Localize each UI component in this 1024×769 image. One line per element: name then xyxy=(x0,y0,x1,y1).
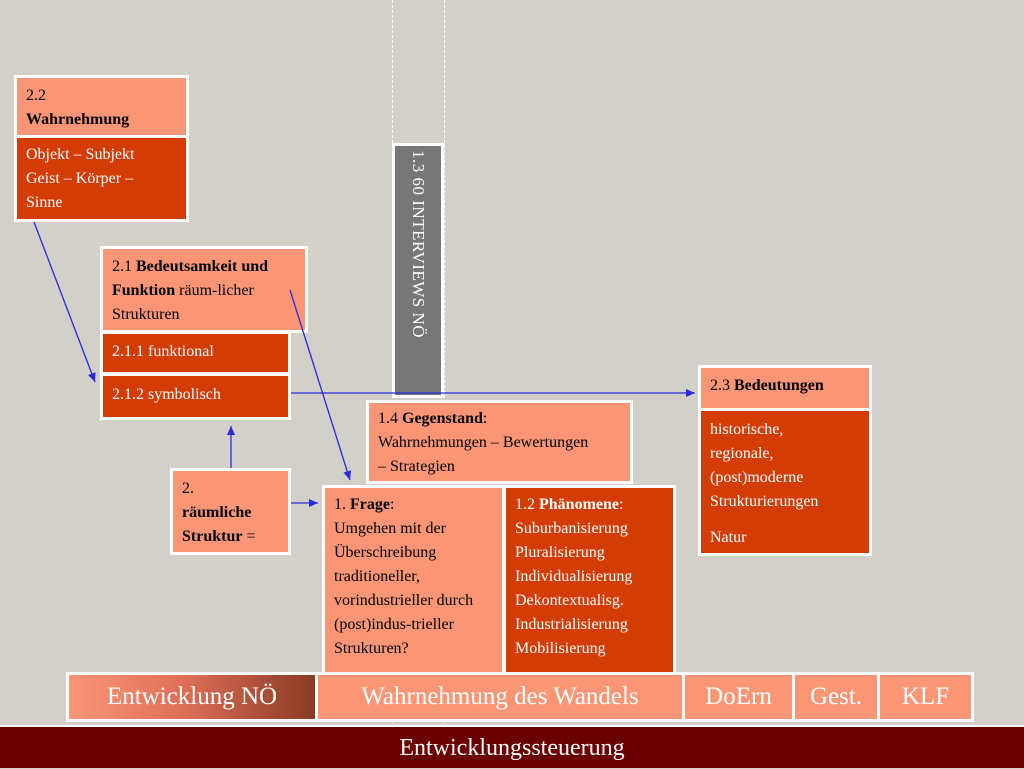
raeumliche-rest: = xyxy=(246,528,256,545)
nav-item-entwicklung[interactable]: Entwicklung NÖ xyxy=(69,675,315,719)
bedeutungen-extra: Natur xyxy=(710,529,747,546)
footer-entwicklungssteuerung[interactable]: Entwicklungssteuerung xyxy=(0,725,1024,768)
wahrnehmung-line: Geist – Körper – xyxy=(26,170,134,187)
box-symbolisch: 2.1.2 symbolisch xyxy=(100,373,291,420)
interviews-bar xyxy=(392,143,444,398)
bedeutungen-line: (post)moderne xyxy=(710,469,804,486)
wahrnehmung-line: Objekt – Subjekt xyxy=(26,146,135,163)
phaenomene-line: Mobilisierung xyxy=(515,640,606,657)
box-bedeutungen-header: 2.3 Bedeutungen xyxy=(698,365,872,411)
bedeutungen-num: 2.3 xyxy=(710,377,730,394)
bedeutungen-line: regionale, xyxy=(710,445,774,462)
frage-rest: Umgehen mit der Überschreibung tradition… xyxy=(334,520,474,657)
phaenomene-line: Individualisierung xyxy=(515,568,633,585)
frage-title: Frage xyxy=(350,496,390,513)
guide-line-right xyxy=(444,0,445,768)
arrow-bedeutsamkeit-to-frage xyxy=(289,289,352,481)
box-bedeutungen-body: historische, regionale, (post)moderne St… xyxy=(698,408,872,556)
nav-item-gest[interactable]: Gest. xyxy=(795,675,877,719)
funktional-label: 2.1.1 funktional xyxy=(112,343,214,360)
box-wahrnehmung-body: Objekt – Subjekt Geist – Körper – Sinne xyxy=(14,135,189,222)
interviews-label: 1.3 60 INTERVIEWS NÖ xyxy=(409,150,428,339)
wahrnehmung-num: 2.2 xyxy=(26,87,46,104)
phaenomene-line: Industrialisierung xyxy=(515,616,628,633)
arrow-wahrnehmung-to-funktional xyxy=(33,221,96,383)
phaenomene-title: Phänomene xyxy=(539,496,619,513)
bedeutsamkeit-num: 2.1 xyxy=(112,258,132,275)
nav-item-klf[interactable]: KLF xyxy=(880,675,971,719)
bedeutungen-title: Bedeutungen xyxy=(734,377,824,394)
bedeutsamkeit-title: Bedeutsamkeit und Funktion xyxy=(112,258,269,299)
wahrnehmung-line: Sinne xyxy=(26,194,63,211)
phaenomene-line: Pluralisierung xyxy=(515,544,605,561)
gegenstand-rest: Wahrnehmungen – Bewertungen – Strategien xyxy=(378,434,589,475)
bedeutungen-line: Strukturierungen xyxy=(710,493,819,510)
nav-item-doern[interactable]: DoErn xyxy=(685,675,792,719)
box-frage: 1. Frage: Umgehen mit der Überschreibung… xyxy=(322,485,505,675)
box-funktional: 2.1.1 funktional xyxy=(100,331,291,375)
phaenomene-line: Suburbanisierung xyxy=(515,520,628,537)
box-phaenomene: 1.2 Phänomene: Suburbanisierung Pluralis… xyxy=(503,485,676,675)
wahrnehmung-title: Wahrnehmung xyxy=(26,111,130,128)
box-gegenstand: 1.4 Gegenstand: Wahrnehmungen – Bewertun… xyxy=(366,400,633,484)
bedeutsamkeit-rest: räum-licher Strukturen xyxy=(112,282,254,323)
phaenomene-num: 1.2 xyxy=(515,496,535,513)
nav-item-wahrnehmung[interactable]: Wahrnehmung des Wandels xyxy=(318,675,682,719)
raeumliche-num: 2. xyxy=(182,480,194,497)
phaenomene-line: Dekontextualisg. xyxy=(515,592,624,609)
symbolisch-label: 2.1.2 symbolisch xyxy=(112,386,221,403)
raeumliche-title: räumliche Struktur xyxy=(182,504,252,545)
gegenstand-num: 1.4 xyxy=(378,410,398,427)
gegenstand-title: Gegenstand xyxy=(402,410,483,427)
box-raeumliche-struktur: 2. räumliche Struktur = xyxy=(170,468,291,555)
frage-num: 1. xyxy=(334,496,346,513)
bedeutungen-line: historische, xyxy=(710,421,784,438)
